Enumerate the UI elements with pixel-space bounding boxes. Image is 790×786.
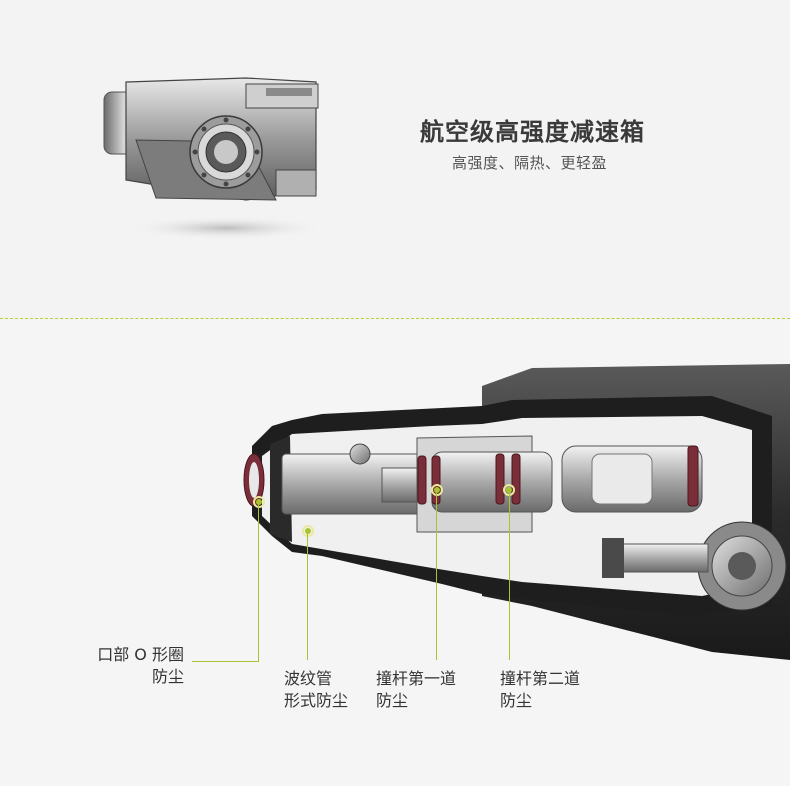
leader-line-1-horizontal xyxy=(192,661,259,662)
callout-ram-first-line2: 防尘 xyxy=(376,691,409,710)
callout-bellows-line2: 形式防尘 xyxy=(284,691,349,710)
dashed-divider xyxy=(0,318,790,319)
callout-mouth-oring: 口部 O 形圈 防尘 xyxy=(80,644,184,688)
callout-ram-first-line1: 撞杆第一道 xyxy=(376,669,457,688)
callout-bellows-line1: 波纹管 xyxy=(284,669,333,688)
callout-mouth-oring-line1: 口部 O 形圈 xyxy=(97,645,184,664)
callout-bellows: 波纹管 形式防尘 xyxy=(284,668,348,712)
leader-line-3 xyxy=(436,490,437,660)
section-subtitle: 高强度、隔热、更轻盈 xyxy=(452,154,608,172)
leader-line-2 xyxy=(307,531,308,660)
section-title: 航空级高强度减速箱 xyxy=(420,118,645,146)
callout-ram-second-line2: 防尘 xyxy=(500,691,533,710)
gearbox-image xyxy=(103,77,326,240)
leader-line-4 xyxy=(509,490,510,660)
leader-line-1-vertical xyxy=(258,502,259,662)
hammer-cutaway-image xyxy=(243,364,790,660)
callout-ram-first: 撞杆第一道 防尘 xyxy=(376,668,456,712)
callout-mouth-oring-line2: 防尘 xyxy=(151,667,184,686)
callout-ram-second-line1: 撞杆第二道 xyxy=(500,669,581,688)
callout-ram-second: 撞杆第二道 防尘 xyxy=(500,668,580,712)
gearbox-section: 航空级高强度减速箱 高强度、隔热、更轻盈 xyxy=(0,0,790,318)
